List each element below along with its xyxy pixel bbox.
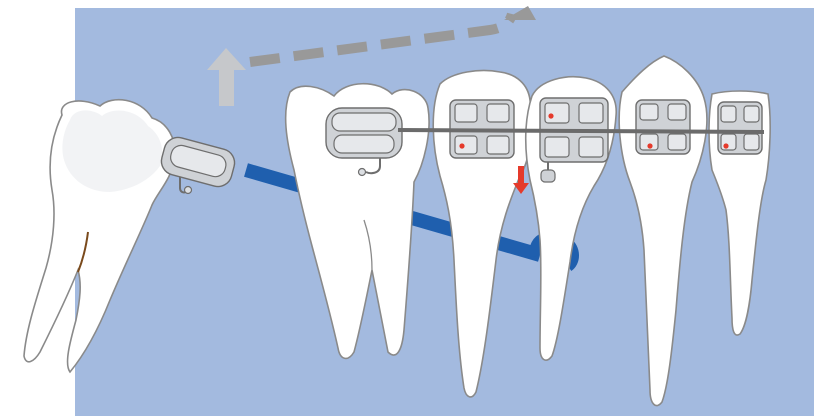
bracket-4-wing-top-left (721, 106, 736, 122)
bracket-1-wing-bottom-left (455, 136, 477, 154)
bracket-3-wing-top-right (668, 104, 686, 120)
bracket-4 (718, 102, 762, 154)
bracket-1-wing-top-left (455, 104, 477, 122)
bracket-2-wing-bottom-left (545, 137, 569, 157)
bracket-4-wing-bottom-right (744, 134, 759, 150)
bracket-2-wing-bottom-right (579, 137, 603, 157)
intrusion-arrow-shaft (518, 166, 524, 184)
molar-tube-right-lower (334, 135, 394, 153)
bracket-3-wing-bottom-right (668, 134, 686, 150)
molar-tube-right-upper (332, 113, 396, 131)
bracket-1-wing-bottom-right (487, 136, 509, 154)
molar-tube-right-ball (359, 169, 366, 176)
bracket-3 (636, 100, 690, 154)
bracket-2-wing-top-right (579, 103, 603, 123)
bracket-3-wing-top-left (640, 104, 658, 120)
archwire (398, 130, 764, 132)
bracket-4-wing-top-right (744, 106, 759, 122)
extrusion-arrow-shaft (219, 68, 234, 106)
bracket-4-marker (723, 143, 728, 148)
molar-tube-left-ball (185, 187, 192, 194)
bracket-1-marker (459, 143, 464, 148)
bracket-2-hook-ball (541, 170, 555, 182)
bracket-2-wing-top-left (545, 103, 569, 123)
bracket-2-marker (548, 113, 553, 118)
background-panel (75, 8, 814, 416)
bracket-4-wing-bottom-left (721, 134, 736, 150)
bracket-1-wing-top-right (487, 104, 509, 122)
bracket-3-marker (647, 143, 652, 148)
